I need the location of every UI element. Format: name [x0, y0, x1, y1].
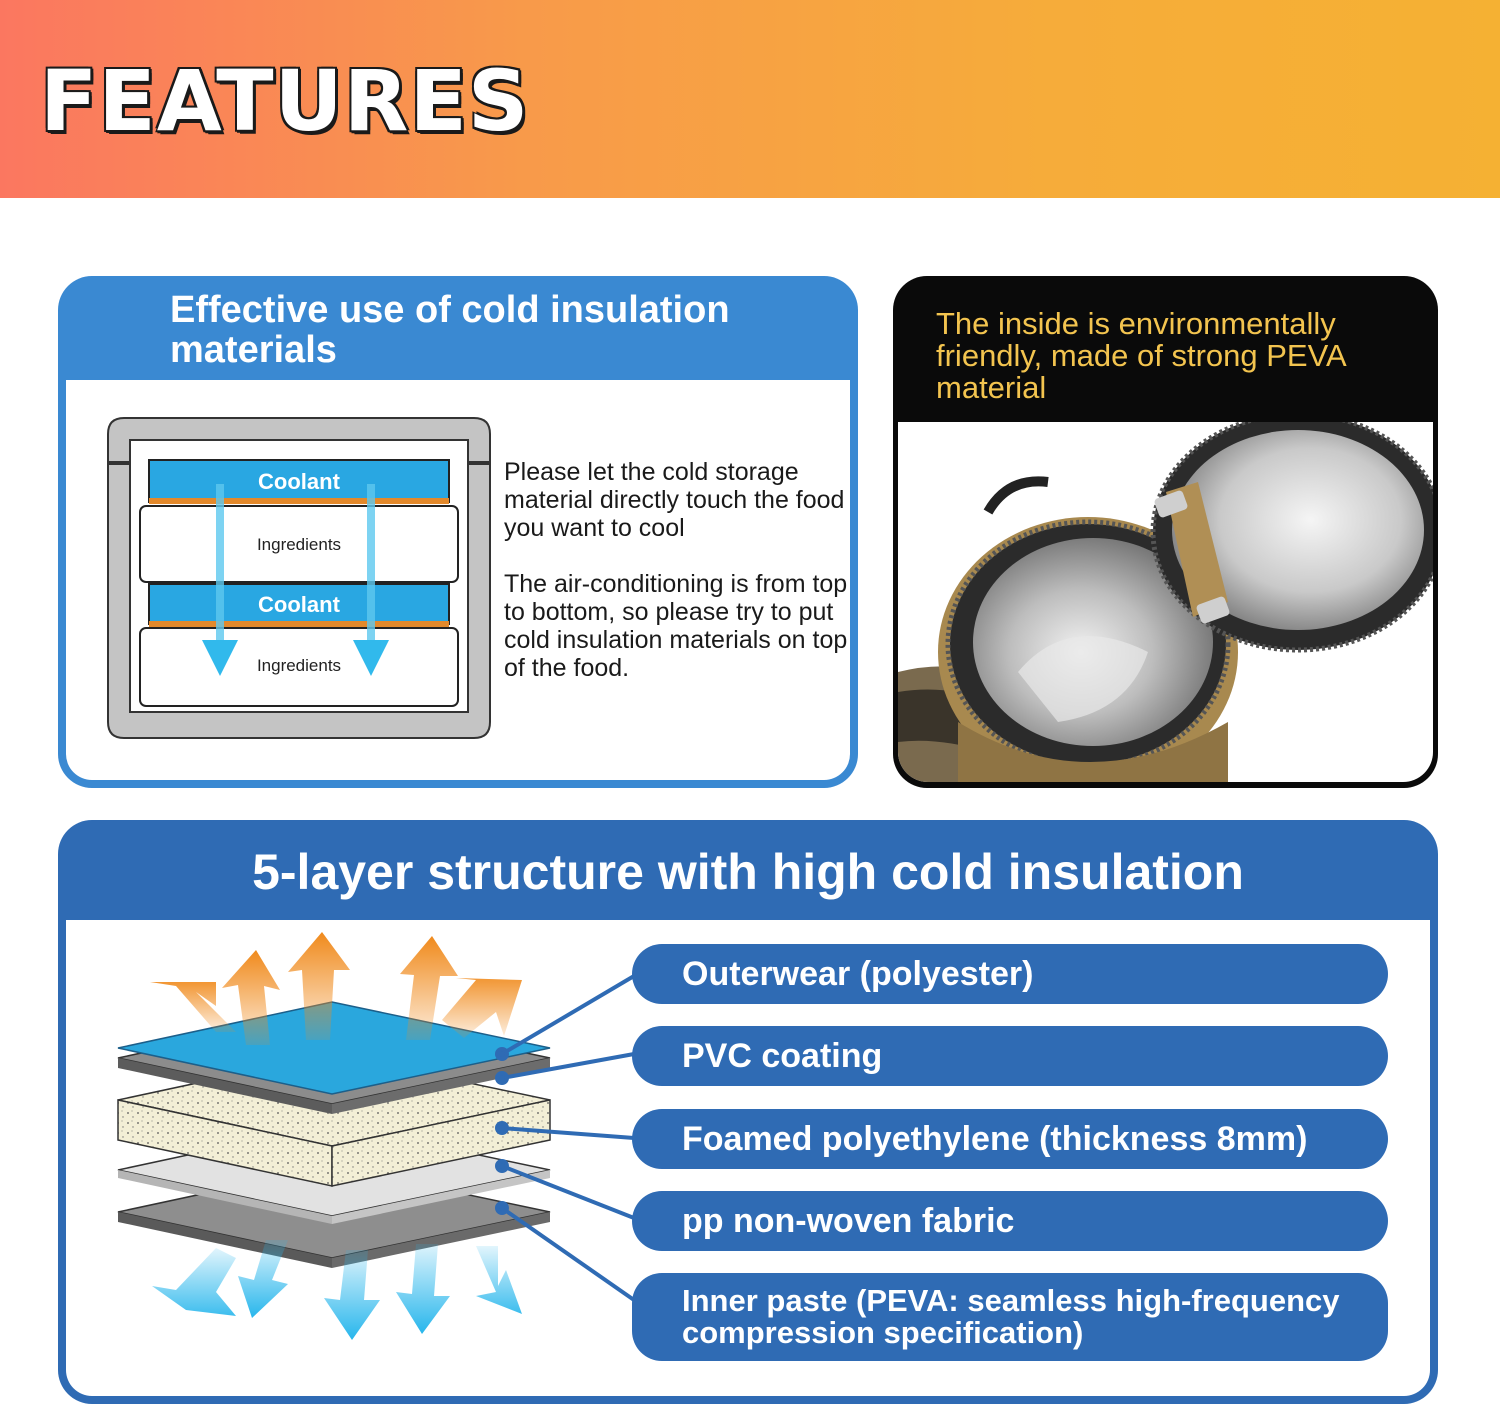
insulation-tip-2: The air-conditioning is from top to bott…: [504, 570, 848, 682]
layer-structure-title: 5-layer structure with high cold insulat…: [252, 844, 1244, 900]
layer-label-text: Inner paste (PEVA: seamless high-frequen…: [682, 1283, 1340, 1350]
insulation-usage-title: Effective use of cold insulation materia…: [170, 289, 730, 371]
ingredients-label-2: Ingredients: [257, 656, 341, 675]
layer-label-outerwear: Outerwear (polyester): [632, 944, 1388, 1004]
coolant-label-1: Coolant: [258, 469, 341, 494]
ingredients-label-1: Ingredients: [257, 535, 341, 554]
layer-structure-card: 5-layer structure with high cold insulat…: [58, 820, 1438, 1404]
layer-label-nonwoven: pp non-woven fabric: [632, 1191, 1388, 1251]
cooler-lid: [107, 417, 491, 463]
insulation-usage-text: Please let the cold storage material dir…: [504, 458, 854, 710]
layer-connector-lines: [495, 974, 636, 1302]
insulation-tip-1: Please let the cold storage material dir…: [504, 458, 845, 542]
heat-arrows: [150, 932, 522, 1045]
cooler-diagram: Coolant Ingredients Coolant Ingredients: [107, 417, 491, 739]
features-title: FEATURES: [40, 52, 530, 150]
peva-material-title: The inside is environmentally friendly, …: [936, 306, 1345, 405]
layer-label-text: Foamed polyethylene (thickness 8mm): [682, 1120, 1308, 1158]
layer-label-text: Outerwear (polyester): [682, 955, 1034, 993]
layer-structure-body: Outerwear (polyester) PVC coating Foamed…: [66, 920, 1430, 1396]
peva-material-card: The inside is environmentally friendly, …: [893, 276, 1438, 788]
cooler-box: [107, 463, 491, 739]
layer-diagram: [117, 932, 636, 1340]
layer-label-pvc: PVC coating: [632, 1026, 1388, 1086]
bag-interior-photo: [898, 422, 1433, 782]
layer-label-foam: Foamed polyethylene (thickness 8mm): [632, 1109, 1388, 1169]
layer-label-text: PVC coating: [682, 1037, 883, 1075]
layer-label-text: pp non-woven fabric: [682, 1202, 1015, 1240]
cold-flow-arrow-left: [202, 484, 238, 676]
cold-arrows: [152, 1240, 522, 1340]
features-banner: FEATURES: [0, 0, 1500, 198]
coolant-label-2: Coolant: [258, 592, 341, 617]
insulation-usage-card: Effective use of cold insulation materia…: [58, 276, 858, 788]
insulation-usage-body: Coolant Ingredients Coolant Ingredients …: [66, 380, 850, 780]
bag-interior-illustration: [898, 422, 1433, 782]
cold-flow-arrow-right: [353, 484, 389, 676]
layer-label-inner-paste: Inner paste (PEVA: seamless high-frequen…: [632, 1273, 1388, 1361]
